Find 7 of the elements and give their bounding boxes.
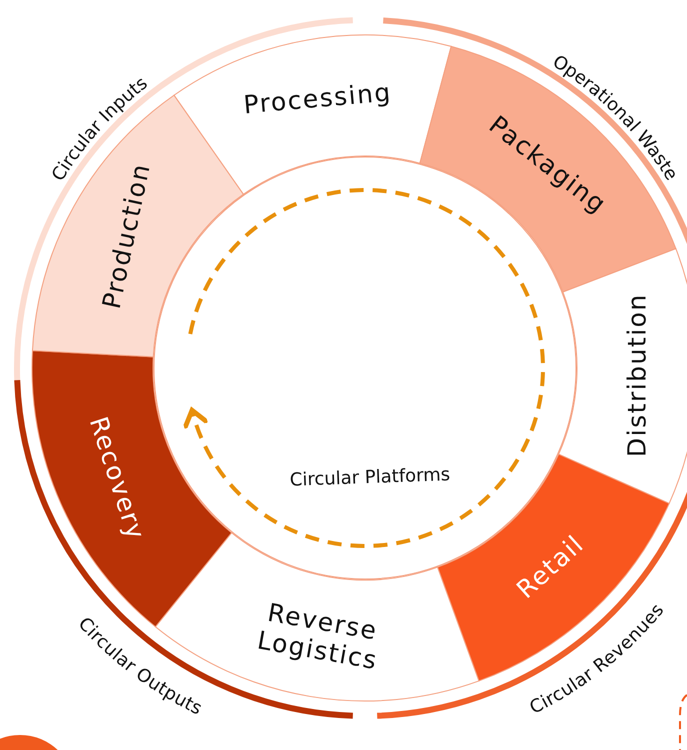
ring-segment xyxy=(174,34,452,195)
center-label: Circular Platforms xyxy=(290,464,450,492)
ring-segment xyxy=(558,248,687,504)
segment-label: Distribution xyxy=(623,293,652,458)
ring-segment xyxy=(419,46,676,293)
segment-label: Processing xyxy=(242,78,393,120)
segment-label: Reverse Logistics xyxy=(254,596,382,677)
